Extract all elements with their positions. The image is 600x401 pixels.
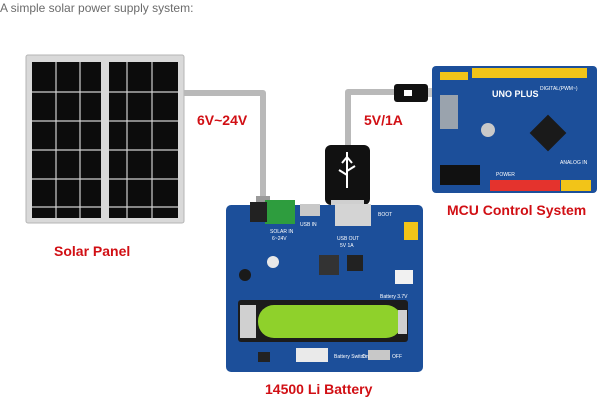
output-voltage-label: 5V/1A <box>364 112 403 128</box>
usb-in-label: USB IN <box>300 222 317 228</box>
page-caption: A simple solar power supply system: <box>0 1 194 15</box>
solar-in-label: SOLAR IN <box>270 229 294 235</box>
power-board-image: SOLAR IN 6~24V USB IN USB OUT 5V 1A BOOT… <box>226 200 423 372</box>
mcu-digital-label: DIGITAL(PWM~) <box>540 86 578 92</box>
mcu-power-label: POWER <box>496 172 515 178</box>
switch-on-label: On <box>362 354 369 360</box>
usb-cable <box>345 89 395 150</box>
boot-label: BOOT <box>378 212 392 218</box>
micro-usb-plug <box>394 84 438 102</box>
solar-panel-image <box>25 54 185 224</box>
mcu-analog-label: ANALOG IN <box>560 160 588 166</box>
mcu-board-name: UNO PLUS <box>492 89 539 99</box>
usb-out-label: USB OUT <box>337 236 359 242</box>
solar-in-range-label: 6~24V <box>272 236 287 242</box>
switch-off-label: OFF <box>392 354 402 360</box>
usb-a-plug <box>325 145 370 214</box>
solar-panel-label: Solar Panel <box>54 243 131 259</box>
battery-rating-label: Battery 3.7V <box>380 294 408 300</box>
mcu-board-image: UNO PLUS DIGITAL(PWM~) POWER ANALOG IN <box>432 66 597 193</box>
solar-cable <box>184 90 266 198</box>
battery-label: 14500 Li Battery <box>265 381 373 397</box>
usb-out-rating-label: 5V 1A <box>340 243 354 249</box>
mcu-label: MCU Control System <box>447 202 587 218</box>
input-voltage-label: 6V~24V <box>197 112 248 128</box>
battery-switch-label: Battery Switch <box>334 354 366 360</box>
